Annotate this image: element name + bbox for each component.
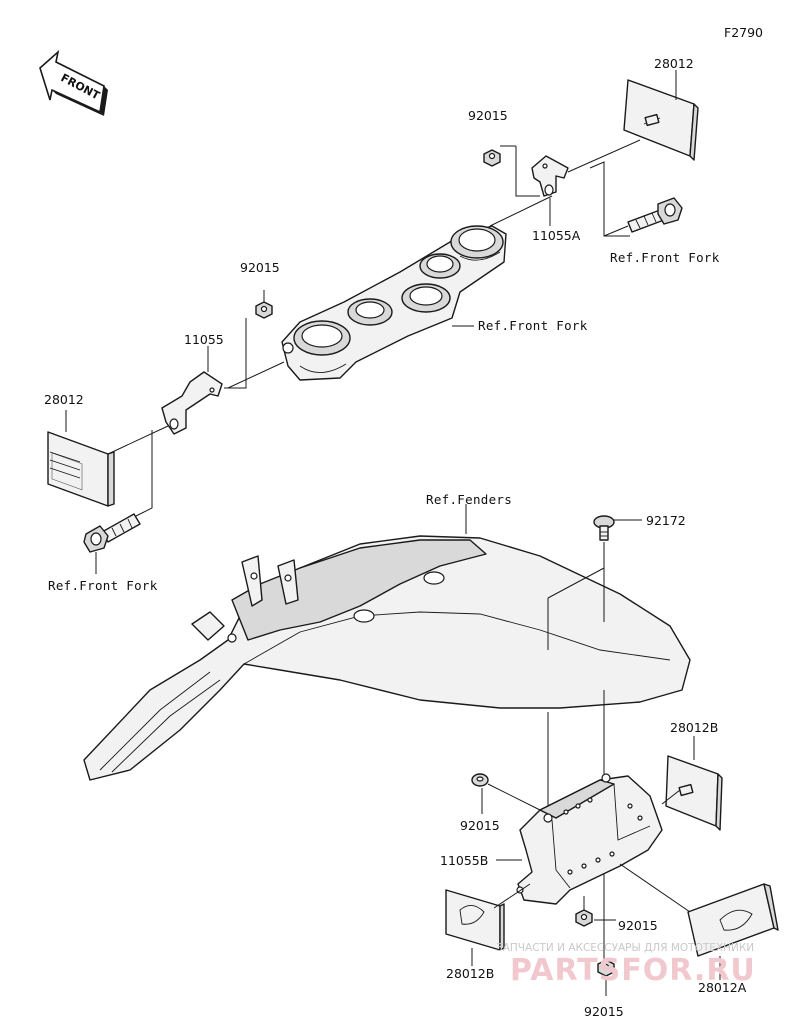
screw-92172 [593,515,615,541]
label-28012B-right: 28012B [670,720,718,735]
figure-code: F2790 [724,25,763,40]
label-28012A: 28012A [698,980,747,995]
label-92015-lower: 92015 [618,918,658,933]
bracket-11055B [516,773,663,905]
label-92015-bracket: 92015 [460,818,500,833]
label-ref-front-fork-top: Ref.Front Fork [610,250,720,265]
reflector-28012-left [47,431,115,507]
label-92015-bottom: 92015 [584,1004,624,1019]
nut-92015-bracket [471,773,489,787]
nut-92015-bottom [597,959,615,977]
reflector-28012-top [623,79,699,161]
label-92172: 92172 [646,513,686,528]
front-arrow-icon [39,49,108,116]
label-28012-top: 28012 [654,56,694,71]
watermark-tagline: ЗАПЧАСТИ И АКСЕССУАРЫ ДЛЯ МОТОТЕХНИКИ [496,942,754,954]
label-28012B-left: 28012B [446,966,494,981]
label-ref-front-fork-mid: Ref.Front Fork [478,318,588,333]
nut-92015-left [255,301,273,319]
reflector-28012A [687,883,779,957]
label-92015-top: 92015 [468,108,508,123]
label-11055B: 11055B [440,853,488,868]
label-ref-fenders: Ref.Fenders [426,492,512,507]
label-11055: 11055 [184,332,224,347]
reflector-28012B-right [665,755,723,831]
bolt-top-right [627,197,683,233]
triple-clamp [281,225,507,381]
bracket-11055A [531,155,569,197]
bracket-11055 [161,371,223,435]
nut-92015-top [483,149,501,167]
bolt-left [83,513,141,553]
front-fender [83,535,691,781]
label-92015-left: 92015 [240,260,280,275]
label-28012-left: 28012 [44,392,84,407]
reflector-28012B-left [445,889,505,951]
watermark-brand: PARTSFOR.RU [510,953,756,988]
label-ref-front-fork-left: Ref.Front Fork [48,578,158,593]
label-11055A: 11055A [532,228,581,243]
nut-92015-lower [575,909,593,927]
